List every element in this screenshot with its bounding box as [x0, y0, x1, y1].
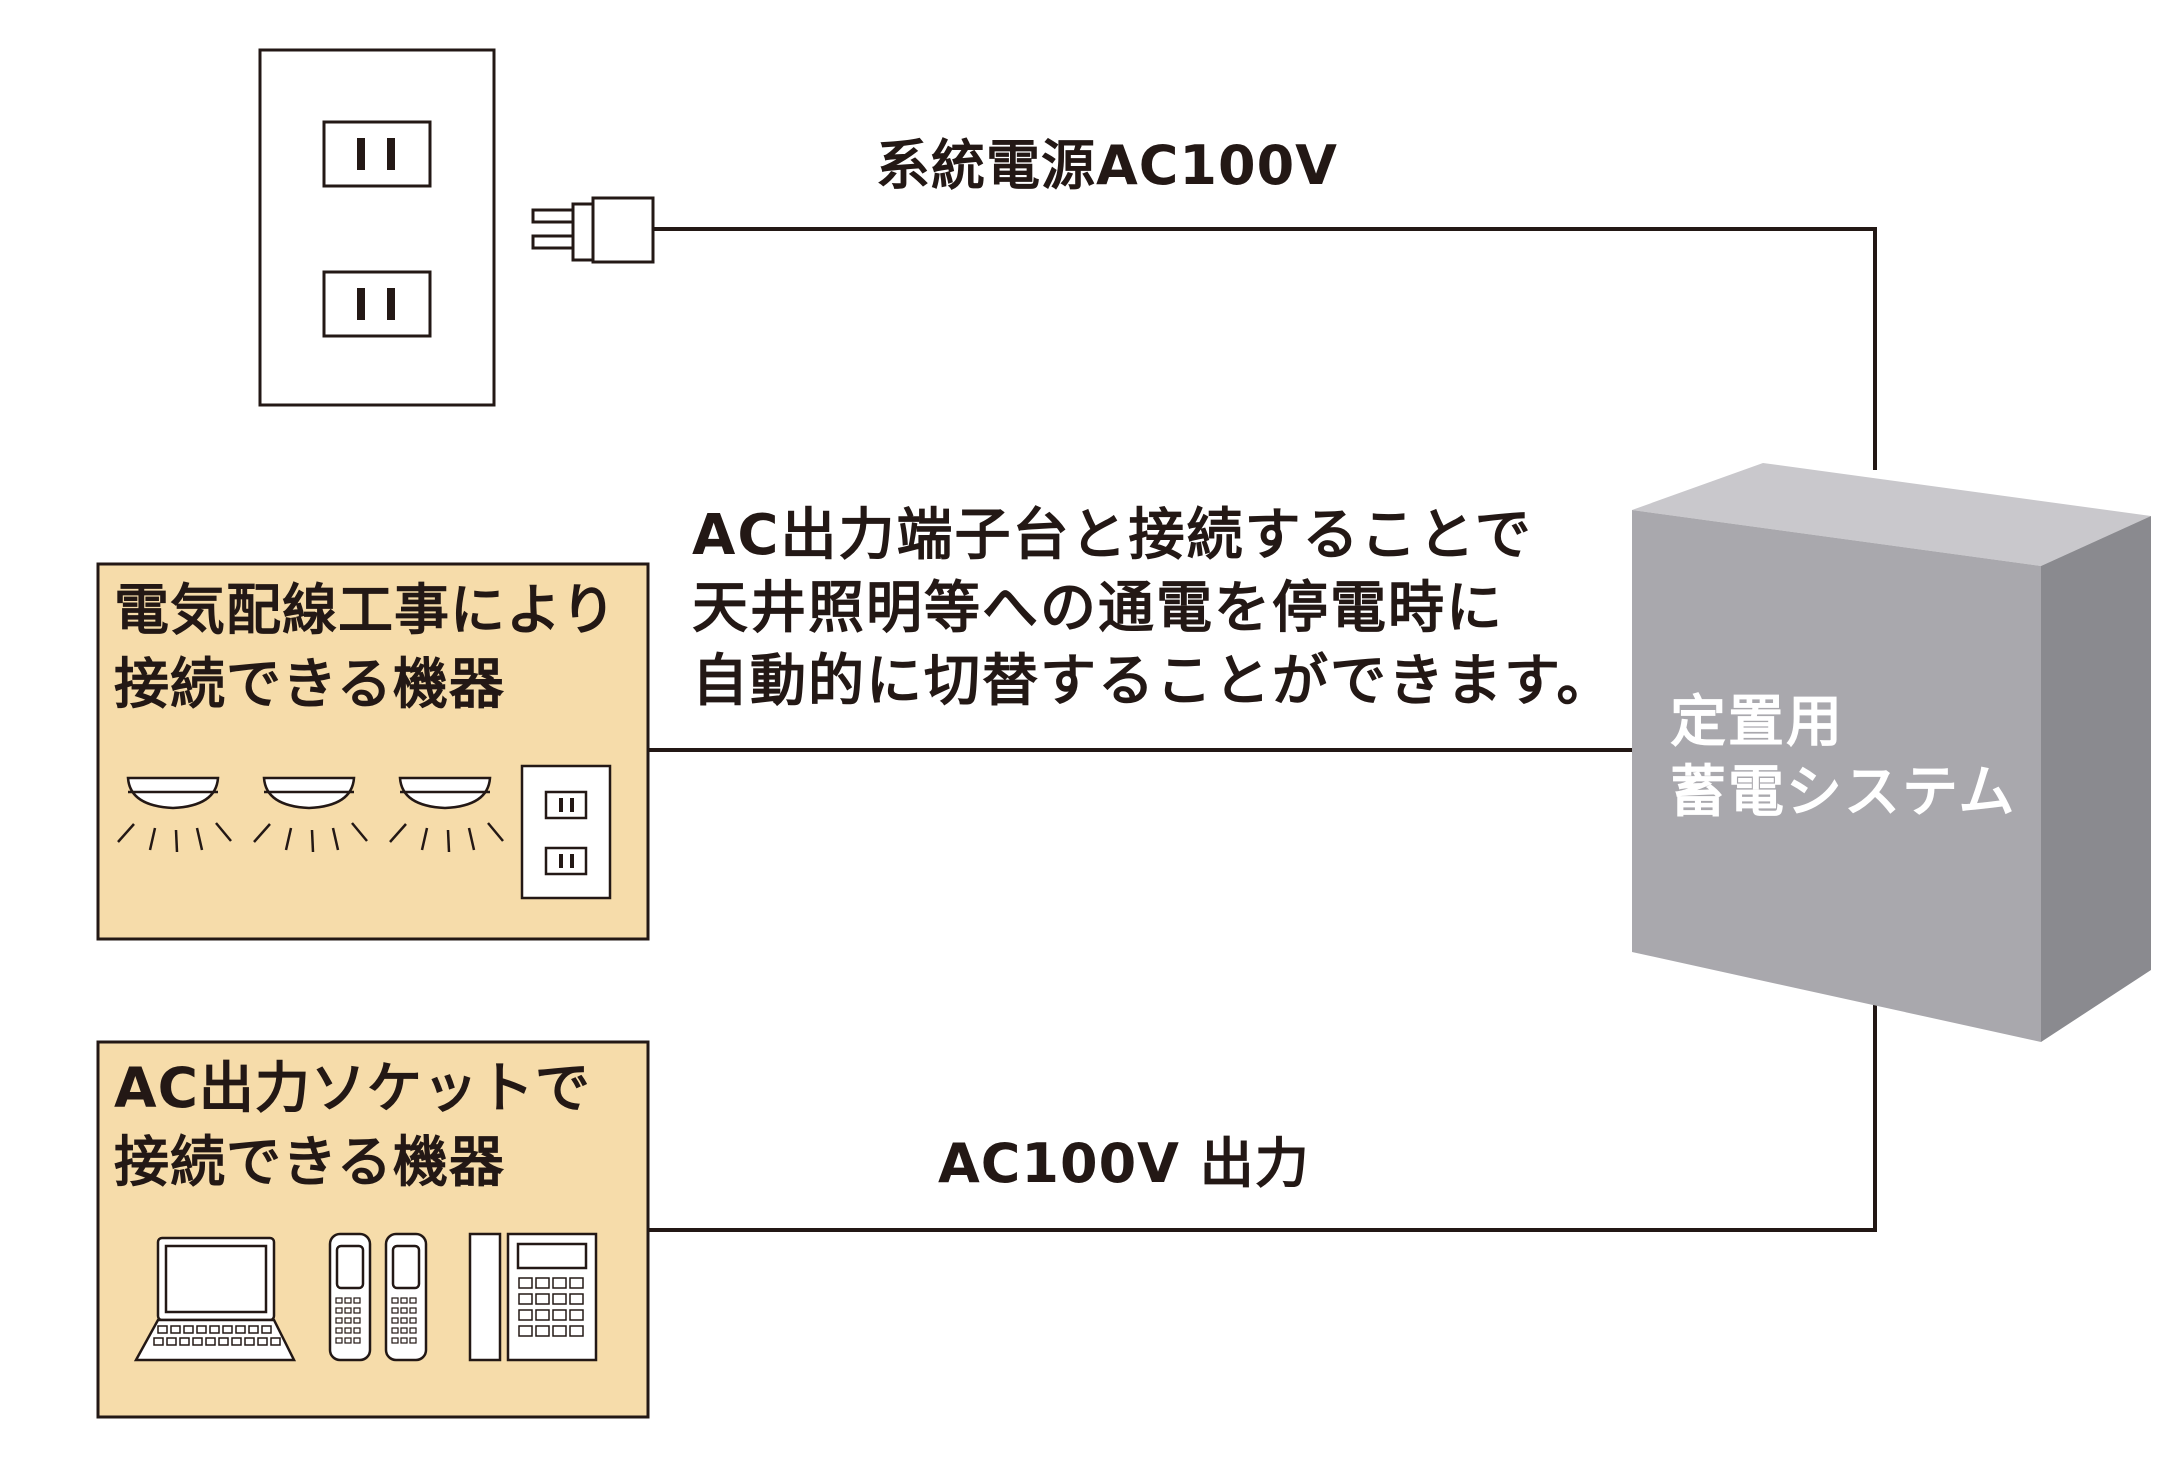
battery-top-face [1632, 463, 2151, 566]
socket-devices-box [96, 1040, 650, 1419]
desk-phone-icon [468, 1232, 598, 1362]
wired-devices-box [96, 562, 650, 941]
description-line-2: 天井照明等への通電を停電時に [692, 576, 1504, 641]
ceiling-light-icon [117, 776, 232, 853]
wired-devices-title-line-1: 電気配線工事により [114, 578, 617, 642]
cordless-handset-icon [328, 1232, 372, 1362]
battery-system-label-line-2: 蓄電システム [1670, 760, 2017, 825]
socket-devices-title-line-1: AC出力ソケットで [114, 1056, 591, 1120]
cordless-handset-icon [384, 1232, 428, 1362]
wall-outlet-icon [258, 48, 496, 407]
laptop-icon [133, 1236, 297, 1362]
description-line-3: 自動的に切替することができます。 [692, 649, 1615, 714]
battery-system-label-line-1: 定置用 [1670, 690, 1844, 755]
wall-outlet-icon [520, 764, 612, 900]
grid-wire [652, 227, 1877, 470]
battery-side-face [2041, 516, 2151, 1042]
wires [648, 227, 1877, 1232]
ceiling-light-icon [389, 776, 504, 853]
wired-devices-title-line-2: 接続できる機器 [114, 652, 505, 716]
battery-front-face [1632, 510, 2041, 1042]
socket-output-wire [648, 1003, 1877, 1232]
socket-devices-title-line-2: 接続できる機器 [114, 1130, 505, 1194]
ceiling-light-icon [253, 776, 368, 853]
plug-icon [531, 196, 655, 264]
ac-output-label: AC100V 出力 [938, 1132, 1310, 1195]
grid-power-label: 系統電源AC100V [876, 134, 1338, 197]
battery-system-icon [1632, 463, 2151, 1042]
description-line-1: AC出力端子台と接続することで [692, 503, 1533, 568]
